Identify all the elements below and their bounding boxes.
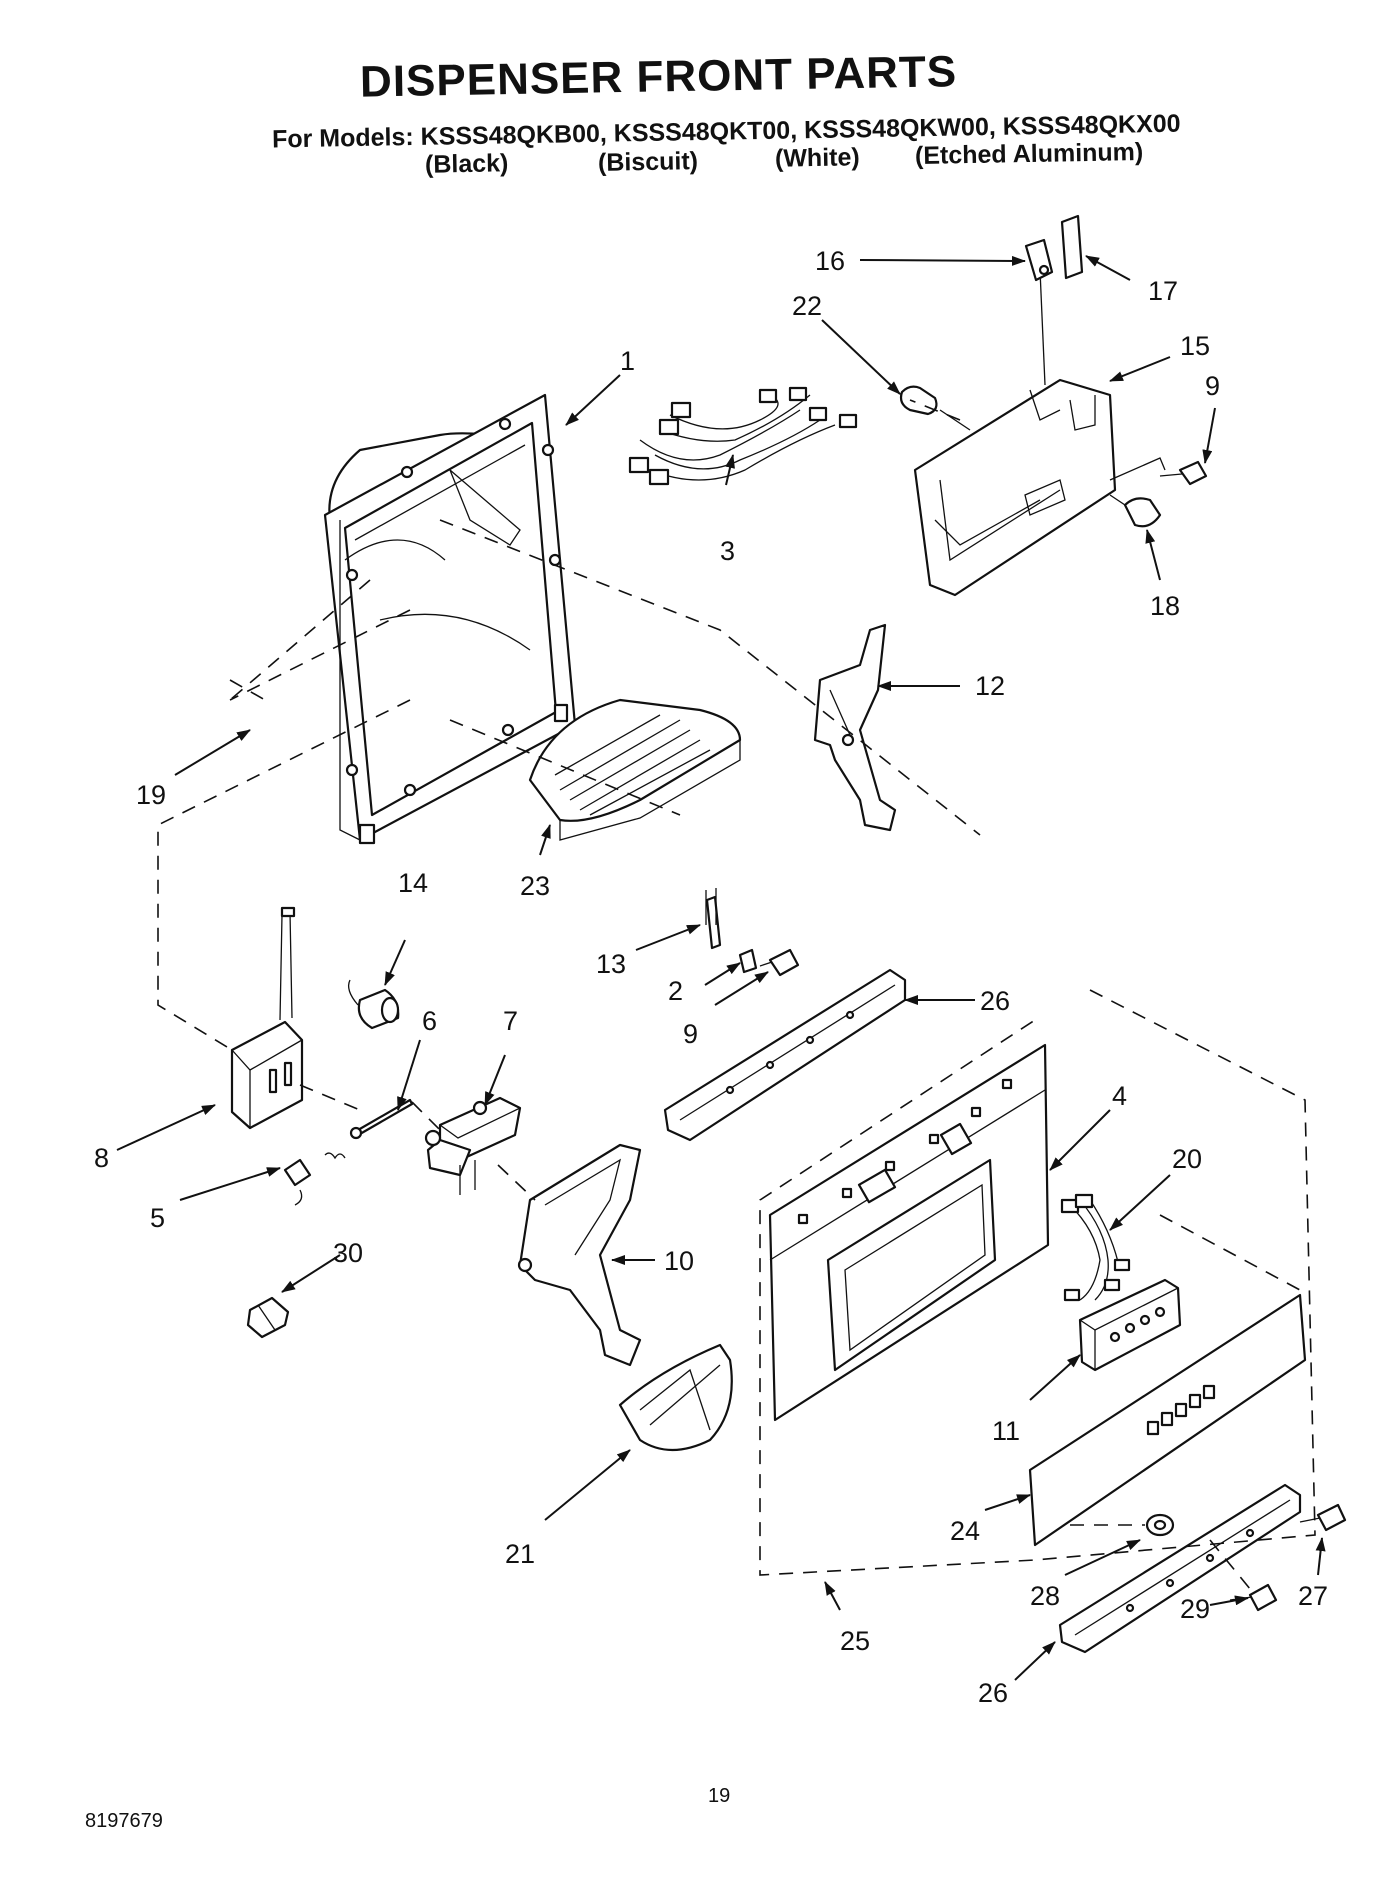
part-16-switch (1024, 238, 1054, 282)
part-9-screw-lower (759, 948, 800, 977)
callout-16: 16 (815, 246, 845, 276)
callout-20: 20 (1172, 1144, 1202, 1174)
callout-17: 17 (1148, 276, 1178, 306)
callout-11: 11 (992, 1416, 1020, 1446)
part-18-lamp-socket (1109, 494, 1162, 528)
part-5-spring (283, 1152, 346, 1206)
part-8-switch-module (230, 906, 304, 1130)
part-7-lever (424, 1096, 522, 1195)
callout-leaders (116, 255, 1326, 1681)
part-1-housing-frame (323, 393, 577, 845)
part-20-harness (1060, 1193, 1131, 1302)
callout-29: 29 (1180, 1594, 1210, 1624)
part-10-water-paddle (517, 1143, 642, 1367)
callout-13: 13 (596, 949, 626, 979)
assembly-dashed-lines (157, 399, 1316, 1596)
callout-21: 21 (505, 1539, 535, 1569)
callout-30: 30 (333, 1238, 363, 1268)
part-17-plate (1060, 214, 1084, 280)
callout-7: 7 (503, 1006, 518, 1036)
part-6-rod (349, 1098, 414, 1140)
callout-10: 10 (664, 1246, 694, 1276)
callout-18: 18 (1150, 591, 1180, 621)
part-26-rail-upper (663, 968, 907, 1142)
part-22-light-bulb (899, 385, 971, 431)
callout-26-upper: 26 (980, 986, 1010, 1016)
callout-2: 2 (668, 976, 683, 1006)
part-3-wire-harness (628, 386, 858, 486)
part-11-control-board (1078, 1278, 1182, 1372)
callout-9-upper: 9 (1205, 371, 1220, 401)
callout-23: 23 (520, 871, 550, 901)
part-13-clip (705, 888, 722, 950)
callout-6: 6 (422, 1006, 437, 1036)
part-23-drip-grille (528, 698, 742, 841)
callout-19: 19 (136, 780, 166, 810)
callout-1: 1 (620, 346, 635, 376)
part-28-grommet (1145, 1513, 1175, 1537)
callout-28: 28 (1030, 1581, 1060, 1611)
callout-9-lower: 9 (683, 1019, 698, 1049)
callout-3: 3 (720, 536, 735, 566)
callout-8: 8 (94, 1143, 109, 1173)
callout-22: 22 (792, 291, 822, 321)
part-9-screw-upper (1109, 457, 1208, 486)
part-27-screw (1299, 1503, 1347, 1532)
callout-24: 24 (950, 1516, 980, 1546)
part-2-retainer (738, 948, 758, 974)
callout-5: 5 (150, 1203, 165, 1233)
part-15-upper-bracket (913, 269, 1117, 597)
callout-labels: 1 3 16 17 22 15 9 18 12 19 23 14 13 2 9 … (94, 246, 1328, 1708)
callout-12: 12 (975, 671, 1005, 701)
part-12-actuator-arm (813, 623, 897, 832)
document-number: 8197679 (85, 1810, 163, 1832)
part-21-ice-funnel (618, 1343, 733, 1451)
callout-4: 4 (1112, 1081, 1127, 1111)
part-30-fitting (246, 1296, 290, 1339)
callout-26-lower: 26 (978, 1678, 1008, 1708)
part-26-rail-lower (1058, 1483, 1302, 1654)
callout-14: 14 (398, 868, 428, 898)
part-29-screw (1229, 1583, 1278, 1612)
callout-15: 15 (1180, 331, 1210, 361)
part-24-overlay (1028, 1293, 1307, 1547)
callout-27: 27 (1298, 1581, 1328, 1611)
page-number: 19 (708, 1785, 731, 1807)
part-14-solenoid (347, 979, 400, 1030)
callout-25: 25 (840, 1626, 870, 1656)
part-4-front-panel (768, 1043, 1050, 1422)
